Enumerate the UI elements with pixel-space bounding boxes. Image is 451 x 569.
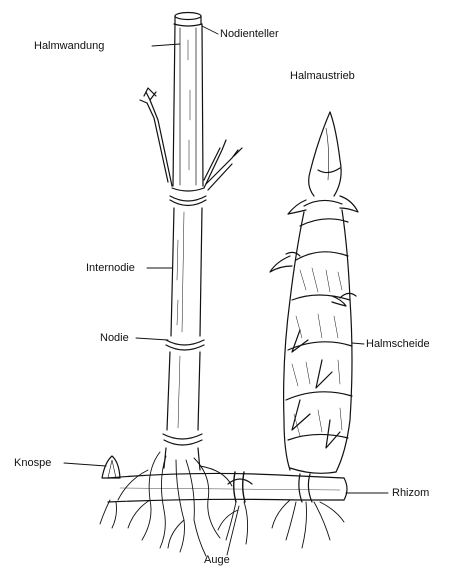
bamboo-shoot <box>270 112 358 473</box>
label-halmaustrieb: Halmaustrieb <box>290 70 355 83</box>
rhizome <box>108 472 347 502</box>
leader-knospe <box>64 463 106 466</box>
label-halmscheide: Halmscheide <box>366 338 430 351</box>
label-internodie: Internodie <box>86 262 135 275</box>
label-halmwandung: Halmwandung <box>34 40 104 53</box>
bamboo-culm <box>163 13 206 471</box>
bamboo-branches <box>140 88 242 190</box>
leader-lines <box>64 26 388 555</box>
leader-halmwandung <box>152 44 180 46</box>
roots <box>100 452 344 556</box>
label-knospe: Knospe <box>14 457 51 470</box>
label-rhizom: Rhizom <box>392 487 429 500</box>
leader-nodie <box>136 338 168 340</box>
label-nodie: Nodie <box>100 332 129 345</box>
label-auge: Auge <box>204 554 230 567</box>
bud <box>102 456 120 478</box>
leader-halmscheide <box>352 343 364 344</box>
leader-nodienteller <box>202 26 218 34</box>
label-nodienteller: Nodienteller <box>220 28 279 41</box>
